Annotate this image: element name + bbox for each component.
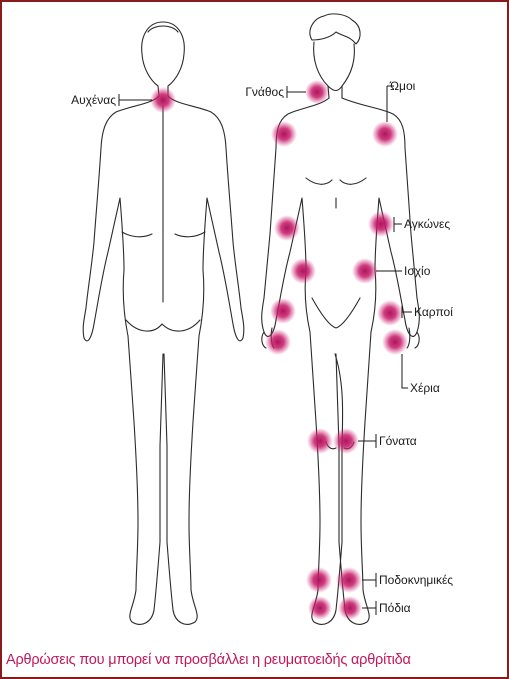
leader-knees [358,434,376,448]
figure-caption: Αρθρώσεις που μπορεί να προσβάλλει η ρευ… [6,652,509,668]
leader-neck [119,94,152,106]
joint-jaw [305,80,329,104]
leader-jaw [287,86,306,98]
joint-elbow-left [274,215,300,241]
leader-elbows [394,217,402,232]
label-ankles: Ποδοκνημικές [379,573,453,587]
joint-hip-left [290,258,316,284]
joint-elbow-right [368,211,394,237]
joint-neck-back [150,87,176,113]
joint-shoulder-right [372,121,398,147]
label-feet: Πόδια [379,601,411,615]
joint-shoulder-left [271,121,297,147]
label-neck: Αυχένας [71,93,116,107]
joint-hand-left [265,329,291,355]
front-body-outline [262,98,420,624]
label-jaw: Γνάθος [245,85,284,99]
joint-wrist-left [270,298,296,324]
leader-ankles [362,573,376,587]
leader-hands [402,354,408,388]
joint-knee-right [333,428,359,454]
front-hair [310,14,360,44]
label-knees: Γόνατα [379,434,417,448]
back-head-outline [142,22,185,96]
joint-foot-left [308,596,332,620]
joint-ankle-right [336,567,362,593]
label-elbows: Αγκώνες [404,217,450,231]
back-detail-lines [122,106,205,331]
label-hip: Ισχίο [404,264,431,278]
joint-hand-right [382,329,408,355]
label-shoulders: Ώμοι [389,79,416,93]
back-hair [148,26,178,32]
joint-foot-right [338,596,362,620]
label-hands: Χέρια [410,381,440,395]
joint-knee-left [307,428,333,454]
joint-ankle-left [306,567,332,593]
label-wrists: Καρποί [414,305,453,319]
joint-hip-right [352,258,378,284]
leader-wrists [402,306,412,318]
joint-wrist-right [377,300,403,326]
